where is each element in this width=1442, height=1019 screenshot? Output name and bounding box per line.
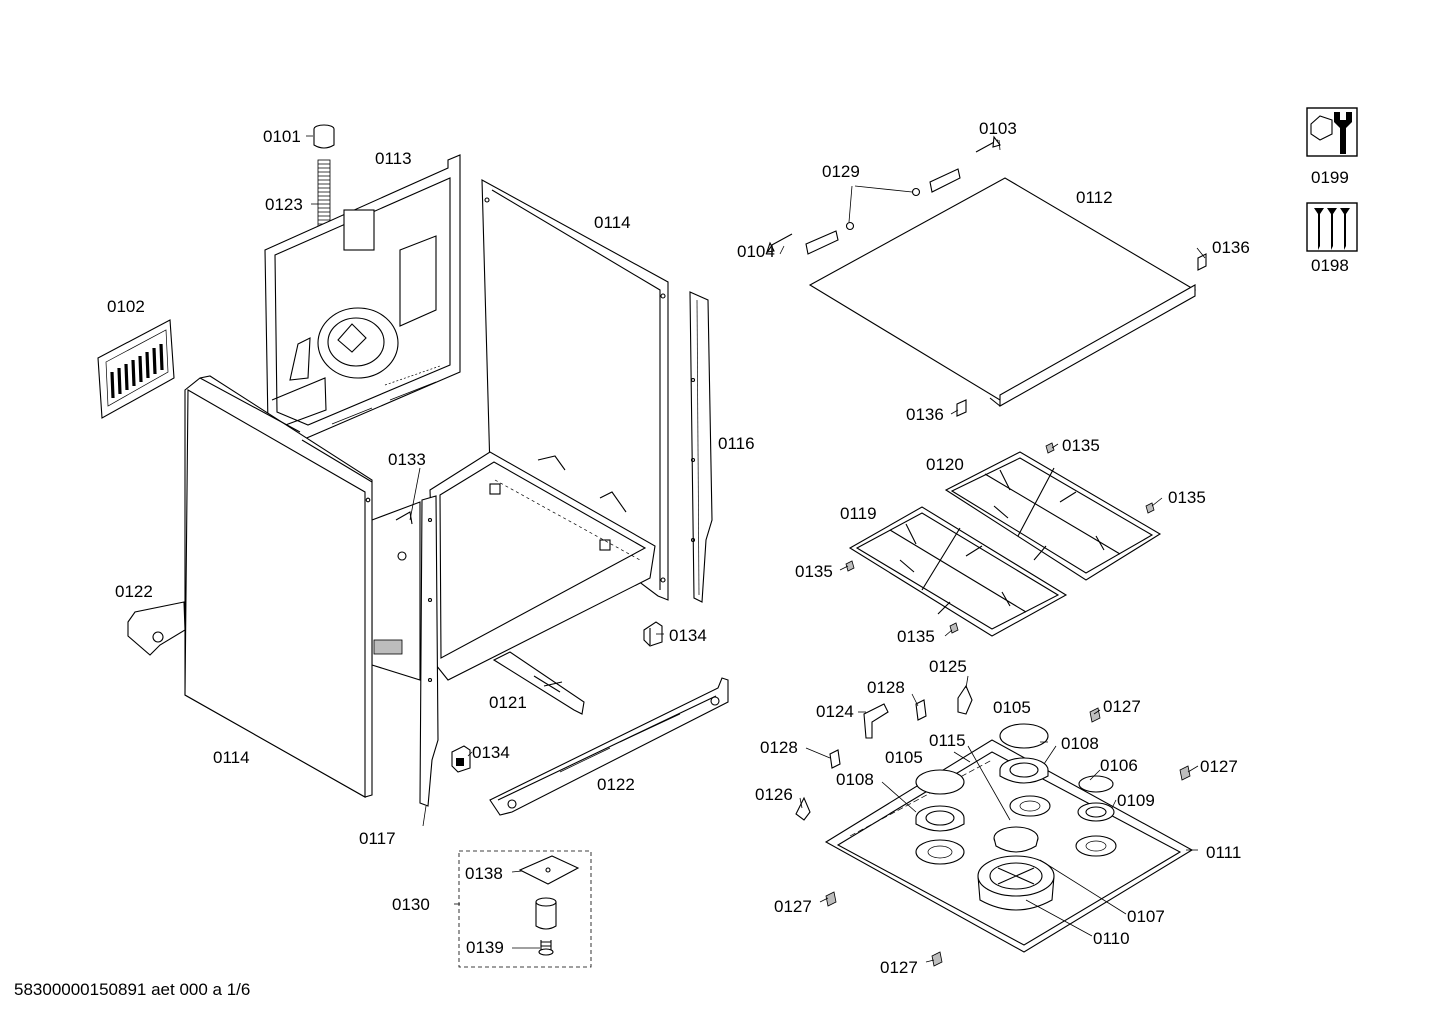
label-0104: 0104 xyxy=(737,242,775,261)
part-hob-clips xyxy=(795,684,1191,967)
label-0119: 0119 xyxy=(840,504,877,523)
label-0116: 0116 xyxy=(718,434,755,453)
part-0130-kit xyxy=(458,850,592,968)
label-0127-b: 0127 xyxy=(1200,757,1238,776)
document-footer-id: 58300000150891 aet 000 a 1/6 xyxy=(14,980,251,999)
label-0136-b: 0136 xyxy=(906,405,944,424)
label-0108-right: 0108 xyxy=(1061,734,1099,753)
label-0102: 0102 xyxy=(107,297,145,316)
label-0133: 0133 xyxy=(388,450,426,469)
label-0114-right: 0114 xyxy=(594,213,631,232)
part-0114-side-panel-left xyxy=(184,375,373,798)
part-floor-tray xyxy=(429,451,656,681)
label-0106: 0106 xyxy=(1100,756,1138,775)
label-0127-d: 0127 xyxy=(880,958,918,977)
label-0135-b: 0135 xyxy=(1168,488,1206,507)
label-0122-left: 0122 xyxy=(115,582,153,601)
part-0133-front-frame xyxy=(371,501,421,681)
part-hinge-bars xyxy=(805,168,961,255)
part-0102-vent-grille xyxy=(97,319,175,419)
part-0117-front-strip xyxy=(419,495,439,807)
label-0120: 0120 xyxy=(926,455,964,474)
part-0135-feet xyxy=(845,442,1155,634)
part-0116-side-rail xyxy=(689,291,713,603)
leader-lines xyxy=(306,135,1206,963)
label-0111: 0111 xyxy=(1206,843,1241,862)
label-0103: 0103 xyxy=(979,119,1017,138)
label-0135-c: 0135 xyxy=(795,562,833,581)
screws-icon xyxy=(1306,202,1358,252)
label-0105-left: 0105 xyxy=(885,748,923,767)
label-0125: 0125 xyxy=(929,657,967,676)
wrench-nut-icon xyxy=(1306,107,1358,157)
label-0138: 0138 xyxy=(465,864,503,883)
label-0134-a: 0134 xyxy=(669,626,707,645)
label-0105-right: 0105 xyxy=(993,698,1031,717)
label-0199: 0199 xyxy=(1311,168,1349,187)
part-0134-clip-b xyxy=(451,745,471,773)
label-0121: 0121 xyxy=(489,693,527,712)
label-0139: 0139 xyxy=(466,938,504,957)
label-0198: 0198 xyxy=(1311,256,1349,275)
part-0123-hose xyxy=(317,159,331,229)
part-0112-lid xyxy=(808,177,1197,407)
part-0122-foot-rail-left xyxy=(127,601,186,656)
part-0120-grate-right xyxy=(944,451,1162,581)
label-0122-right: 0122 xyxy=(597,775,635,794)
part-0103-screw xyxy=(975,135,1001,153)
label-0128-a: 0128 xyxy=(867,678,905,697)
label-0127-a: 0127 xyxy=(1103,697,1141,716)
label-0135-d: 0135 xyxy=(897,627,935,646)
part-0134-clip-a xyxy=(643,621,663,647)
label-0109: 0109 xyxy=(1117,791,1155,810)
part-0136-pad-a xyxy=(1197,253,1207,271)
part-0136-pad-b xyxy=(956,399,967,417)
label-0134-b: 0134 xyxy=(472,743,510,762)
label-0136-a: 0136 xyxy=(1212,238,1250,257)
label-0101: 0101 xyxy=(263,127,301,146)
label-0124: 0124 xyxy=(816,702,854,721)
part-0104-screw xyxy=(766,233,793,253)
label-0127-c: 0127 xyxy=(774,897,812,916)
label-0117: 0117 xyxy=(359,829,396,848)
label-0115: 0115 xyxy=(929,731,966,750)
label-0113: 0113 xyxy=(375,149,412,168)
label-0135-a: 0135 xyxy=(1062,436,1100,455)
label-0112: 0112 xyxy=(1076,188,1113,207)
label-0110: 0110 xyxy=(1093,929,1130,948)
label-0114-left: 0114 xyxy=(213,748,250,767)
label-0130: 0130 xyxy=(392,895,430,914)
part-0121-bottom-rail xyxy=(492,651,585,715)
part-0119-grate-left xyxy=(848,506,1068,637)
part-0101-cap xyxy=(313,124,335,149)
label-0128-b: 0128 xyxy=(760,738,798,757)
part-labels: 0101 0113 0123 0114 0102 0116 0133 0122 … xyxy=(107,119,1349,977)
label-0123: 0123 xyxy=(265,195,303,214)
label-0108-left: 0108 xyxy=(836,770,874,789)
part-burners xyxy=(915,723,1115,911)
label-0107: 0107 xyxy=(1127,907,1165,926)
part-0122-foot-rail-right xyxy=(489,677,729,816)
label-0126: 0126 xyxy=(755,785,793,804)
label-0129: 0129 xyxy=(822,162,860,181)
